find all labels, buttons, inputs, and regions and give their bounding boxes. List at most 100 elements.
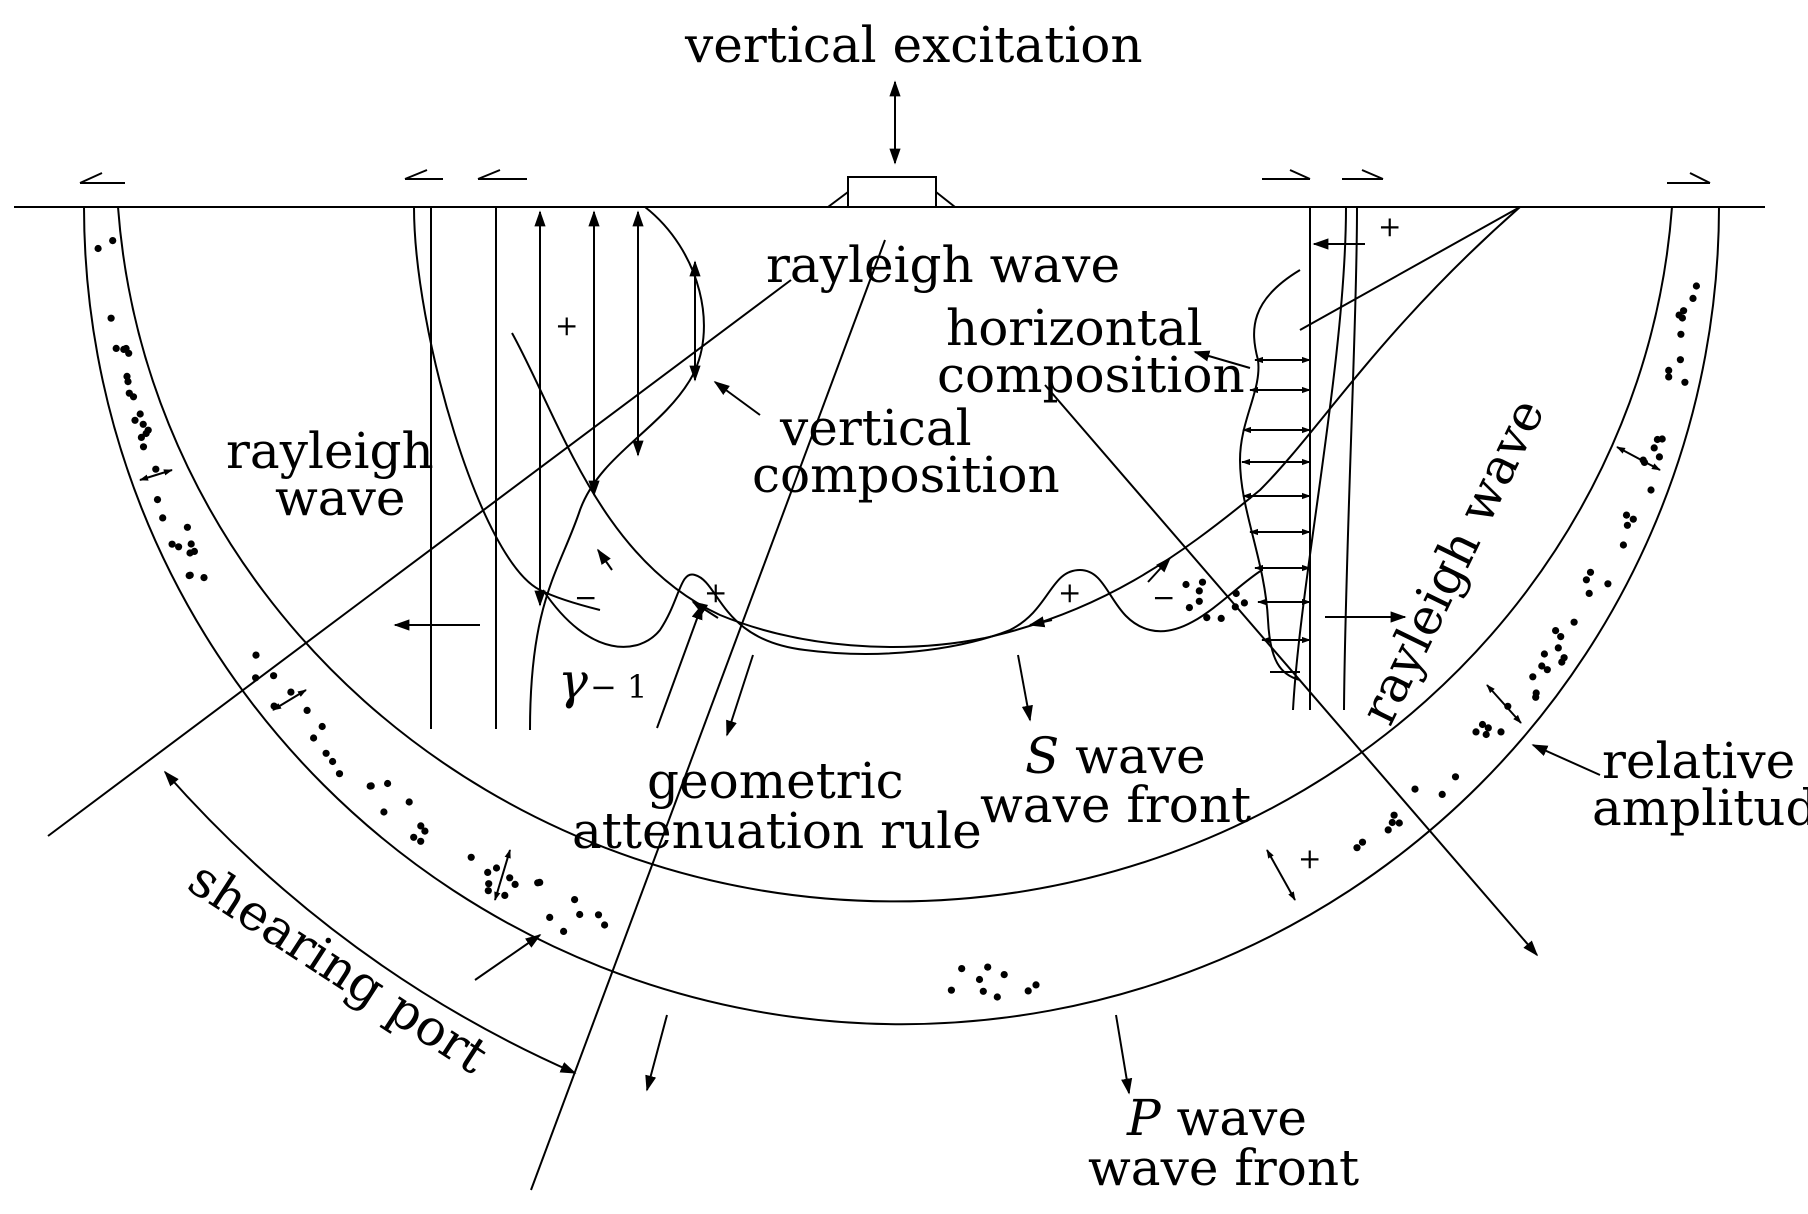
- p-wave-front-band-outer: [83, 206, 1720, 1026]
- geometric-attenuation-label-2: attenuation rule: [572, 802, 982, 860]
- band-dot: [1681, 378, 1689, 386]
- plus-sign: +: [1378, 210, 1401, 243]
- band-dot: [1000, 971, 1008, 979]
- vertical-amplitude-arrows: [534, 210, 701, 607]
- rayleigh-wave-right-label: rayleigh wave: [1349, 390, 1556, 734]
- band-dot: [1554, 644, 1562, 652]
- band-dot: [1504, 702, 1512, 710]
- band-dot: [1675, 311, 1683, 319]
- band-dot: [318, 722, 326, 731]
- wave-motion-arrow-b: [1028, 616, 1053, 628]
- rayleigh-leader-left: [47, 279, 792, 837]
- band-dot: [1540, 650, 1548, 658]
- band-dot: [129, 393, 138, 401]
- wave-motion-arrow-a: [597, 548, 613, 571]
- band-dot: [467, 853, 475, 861]
- band-dot: [1677, 330, 1685, 338]
- band-dot: [183, 523, 191, 531]
- band-dot: [1622, 511, 1631, 519]
- plus-sign: +: [555, 309, 578, 342]
- band-dot: [975, 975, 984, 984]
- band-dot: [484, 868, 492, 877]
- band-dot: [571, 896, 579, 904]
- p-wave-label-line-2: wave front: [1088, 1139, 1359, 1197]
- band-dot: [1482, 730, 1490, 739]
- band-dot: [979, 987, 987, 995]
- propagation-arrows: [393, 611, 1407, 1095]
- band-dot: [410, 833, 418, 841]
- band-dot: [380, 808, 388, 816]
- surface-motion-arrows: [79, 169, 1711, 184]
- band-dot: [139, 420, 147, 428]
- s-wave-label-line-1: S wave: [1025, 727, 1206, 785]
- minus-sign: −: [574, 581, 597, 614]
- band-dot: [1586, 568, 1595, 576]
- band-dot: [1585, 589, 1593, 598]
- band-dot: [94, 244, 102, 253]
- band-dot: [1472, 728, 1480, 736]
- band-dot: [112, 344, 120, 352]
- band-dot: [107, 314, 115, 322]
- rayleigh-wave-left-label-2: wave: [275, 469, 405, 527]
- band-dot: [1484, 724, 1492, 732]
- band-dot: [1395, 819, 1403, 827]
- band-dot: [335, 770, 344, 778]
- band-dot: [152, 465, 160, 473]
- band-dot: [123, 372, 131, 380]
- band-dot: [1478, 720, 1487, 729]
- band-dot: [421, 827, 429, 835]
- band-dot: [560, 927, 568, 936]
- band-dot: [984, 963, 992, 971]
- band-dot: [185, 572, 193, 580]
- band-dot: [1582, 576, 1590, 584]
- s-wave-front-right-b: [1292, 206, 1347, 711]
- band-dot: [1388, 818, 1396, 827]
- band-dot: [1552, 627, 1560, 635]
- band-dot: [1558, 658, 1566, 666]
- band-dot: [1358, 838, 1367, 846]
- cluster-dot: [1240, 599, 1248, 607]
- geometric-attenuation-line: [530, 239, 886, 1191]
- band-dot: [168, 540, 176, 548]
- band-dot: [1655, 453, 1663, 461]
- band-dot: [1629, 515, 1637, 523]
- band-dot: [159, 514, 167, 522]
- band-dot: [144, 426, 152, 434]
- p-wave-dots: [94, 237, 1700, 1001]
- band-dot: [947, 986, 956, 994]
- band-dot: [1665, 373, 1673, 381]
- p-wave-letter: P: [1126, 1089, 1162, 1147]
- band-dot: [120, 345, 128, 353]
- band-dot: [1497, 728, 1505, 736]
- band-dot: [1653, 435, 1661, 444]
- horizontal-composition-curve: [1238, 269, 1301, 681]
- band-dot: [484, 887, 492, 895]
- rayleigh-wave-top-label: rayleigh wave: [766, 236, 1120, 294]
- band-dot: [175, 543, 183, 551]
- relative-amplitude-label-2: amplitude: [1592, 779, 1808, 837]
- gamma-suffix: − 1: [590, 668, 647, 706]
- band-dot: [136, 410, 144, 418]
- horizontal-composition-label-2: composition: [937, 346, 1245, 404]
- band-dot: [1676, 356, 1684, 364]
- plus-sign: +: [704, 576, 727, 609]
- cluster-dot: [1195, 587, 1203, 595]
- geometric-attenuation-label-1: geometric: [647, 752, 904, 810]
- wave-motion-arrow-c: [1147, 556, 1172, 583]
- vertical-composition-label-1: vertical: [779, 399, 972, 457]
- band-dot: [1640, 458, 1649, 466]
- s-wave-label-line-2: wave front: [980, 776, 1251, 834]
- band-dot: [1032, 981, 1040, 989]
- band-dot: [131, 416, 139, 424]
- plus-sign: +: [1298, 842, 1321, 875]
- horizontal-composition-leader: [1044, 384, 1539, 957]
- plus-sign: +: [1058, 576, 1081, 609]
- band-dot: [109, 237, 117, 245]
- band-dot: [287, 688, 295, 696]
- cluster-dot: [1203, 614, 1211, 622]
- band-dot: [594, 911, 603, 919]
- rayleigh-leader-right: [1299, 206, 1521, 331]
- band-dot: [1570, 618, 1578, 626]
- minus-sign: −: [1152, 581, 1175, 614]
